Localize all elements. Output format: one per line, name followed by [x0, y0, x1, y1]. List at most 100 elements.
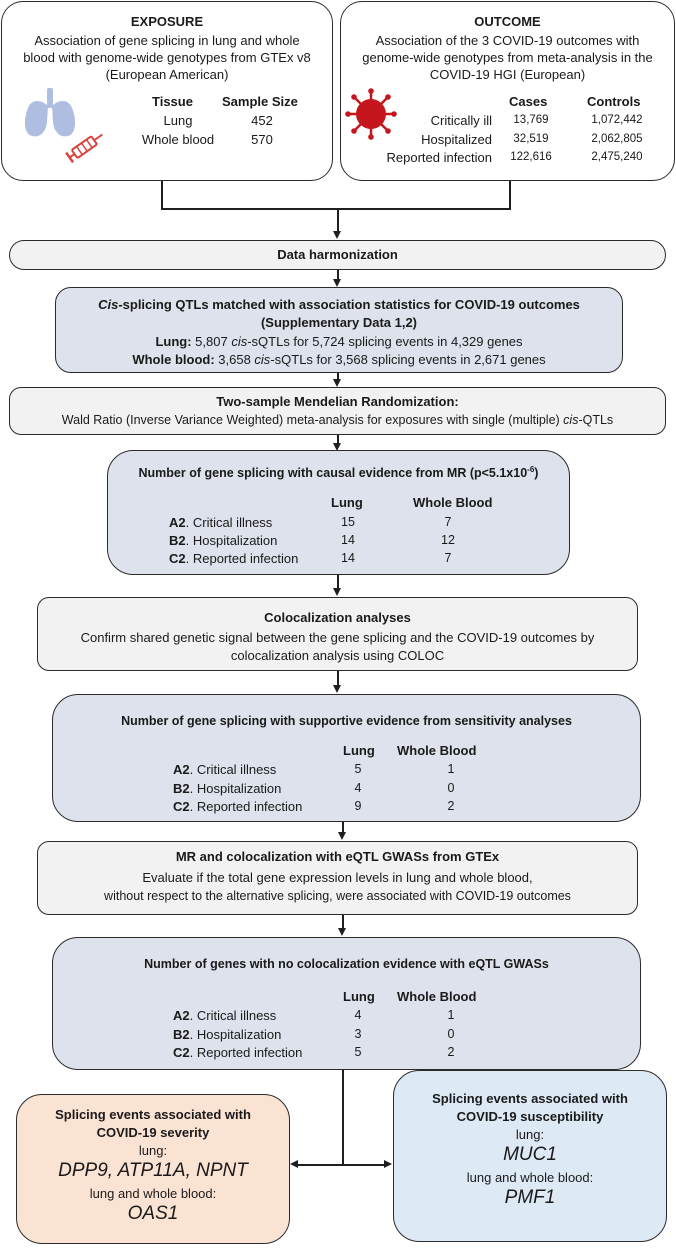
coloc-title: Colocalization analyses	[264, 610, 411, 625]
outcome-desc-2: genome-wide genotypes from meta-analysis…	[362, 50, 653, 65]
mr-box: Two-sample Mendelian Randomization: Wald…	[9, 387, 666, 435]
outcome-row-name-1: Critically ill	[430, 113, 492, 128]
outcome-title: OUTCOME	[474, 14, 541, 29]
arrow-down	[333, 231, 341, 239]
supportive-blood-3: 2	[447, 799, 455, 813]
cis-sqtl-box: Cis-splicing QTLs matched with associati…	[55, 287, 623, 373]
causal-title-sup: -6	[527, 465, 535, 474]
outcome-row-name-3: Reported infection	[386, 150, 492, 165]
connector-line	[337, 270, 339, 282]
nocoloc-row-code: A2	[173, 1008, 190, 1023]
severity-box: Splicing events associated with COVID-19…	[16, 1094, 290, 1244]
syringe-icon	[65, 133, 103, 164]
causal-box: Number of gene splicing with causal evid…	[107, 450, 570, 575]
causal-row-code: B2	[169, 533, 186, 548]
coloc-desc-1: Confirm shared genetic signal between th…	[80, 630, 595, 645]
connector-line	[342, 1070, 344, 1165]
virus-icon	[345, 88, 397, 140]
supportive-row-code: C2	[173, 799, 190, 814]
severity-lung-genes: DPP9, ATP11A, NPNT	[58, 1160, 248, 1181]
eqtl-box: MR and colocalization with eQTL GWASs fr…	[37, 841, 638, 915]
exposure-row-size-2: 570	[251, 132, 273, 147]
exposure-row-size-1: 452	[251, 113, 273, 128]
mr-desc-i: cis	[563, 413, 579, 427]
causal-row-2: B2. Hospitalization	[169, 533, 277, 548]
outcome-col-controls: Controls	[587, 94, 641, 109]
nocoloc-row-code: B2	[173, 1027, 190, 1042]
eqtl-title: MR and colocalization with eQTL GWASs fr…	[175, 849, 500, 864]
nocoloc-title: Number of genes with no colocalization e…	[144, 957, 549, 971]
causal-lung-1: 15	[341, 515, 355, 529]
causal-col-lung: Lung	[331, 495, 363, 510]
supportive-col-lung: Lung	[343, 743, 375, 758]
supportive-lung-1: 5	[354, 762, 362, 776]
nocoloc-row-code: C2	[173, 1045, 190, 1060]
lungs-icon	[24, 88, 76, 137]
nocoloc-row-2: B2. Hospitalization	[173, 1027, 281, 1042]
exposure-col-sample: Sample Size	[222, 94, 298, 109]
causal-lung-2: 14	[341, 533, 355, 547]
susceptibility-both-label: lung and whole blood:	[466, 1170, 594, 1185]
susceptibility-both-genes: PMF1	[504, 1187, 556, 1208]
connector-line	[161, 208, 511, 210]
arrow-down	[333, 279, 341, 287]
causal-title-a: Number of gene splicing with causal evid…	[138, 466, 528, 481]
supportive-lung-3: 9	[354, 799, 362, 813]
exposure-title: EXPOSURE	[130, 14, 204, 29]
supportive-lung-2: 4	[354, 781, 362, 795]
connector-line	[337, 373, 339, 382]
supportive-box: Number of gene splicing with supportive …	[52, 694, 641, 822]
nocoloc-row-name: . Reported infection	[189, 1045, 303, 1060]
cis-title-italic: Cis	[98, 297, 119, 312]
causal-row-name: . Hospitalization	[185, 533, 278, 548]
supportive-row-name: . Reported infection	[189, 799, 303, 814]
arrow-down	[333, 443, 341, 451]
cis-lung-label: Lung:	[155, 334, 192, 349]
exposure-box: EXPOSURE Association of gene splicing in…	[1, 1, 333, 181]
exposure-col-tissue: Tissue	[152, 94, 193, 109]
connector-line	[337, 575, 339, 590]
exposure-desc-2: blood with genome-wide genotypes from GT…	[23, 50, 311, 65]
supportive-row-name: . Hospitalization	[189, 781, 282, 796]
cis-lung-b: -sQTLs for 5,724 splicing events in 4,32…	[247, 334, 523, 349]
nocoloc-row-3: C2. Reported infection	[173, 1045, 302, 1060]
cis-lung-line: Lung: 5,807 cis-sQTLs for 5,724 splicing…	[56, 334, 622, 349]
arrow-right	[384, 1160, 392, 1168]
nocoloc-lung-1: 4	[354, 1008, 362, 1022]
causal-blood-2: 12	[441, 533, 455, 547]
arrow-down	[333, 588, 341, 596]
severity-both-label: lung and whole blood:	[89, 1186, 217, 1201]
causal-row-3: C2. Reported infection	[169, 551, 298, 566]
harmonization-box: Data harmonization	[9, 240, 666, 270]
outcome-row-controls-1: 1,072,442	[591, 114, 643, 126]
connector-line	[161, 181, 163, 209]
arrow-down	[338, 832, 346, 840]
nocoloc-row-1: A2. Critical illness	[173, 1008, 276, 1023]
causal-row-name: . Critical illness	[185, 515, 273, 530]
causal-row-code: A2	[169, 515, 186, 530]
nocoloc-blood-1: 1	[447, 1008, 455, 1022]
eqtl-desc-1: Evaluate if the total gene expression le…	[142, 870, 533, 885]
mr-desc: Wald Ratio (Inverse Variance Weighted) m…	[10, 413, 665, 427]
connector-line	[342, 915, 344, 930]
cis-lung-a: 5,807	[191, 334, 232, 349]
causal-blood-1: 7	[444, 515, 452, 529]
connector-line	[297, 1164, 386, 1166]
outcome-row-name-2: Hospitalized	[421, 132, 492, 147]
severity-both-genes: OAS1	[127, 1203, 179, 1224]
coloc-box: Colocalization analyses Confirm shared g…	[37, 597, 638, 671]
susceptibility-lung-label: lung:	[515, 1127, 545, 1142]
arrow-down	[338, 928, 346, 936]
cis-title-rest: -splicing QTLs matched with association …	[118, 297, 580, 312]
causal-title-b: )	[534, 466, 539, 481]
connector-line	[337, 671, 339, 687]
supportive-row-2: B2. Hospitalization	[173, 781, 281, 796]
outcome-desc-1: Association of the 3 COVID-19 outcomes w…	[375, 33, 640, 48]
susceptibility-title-2: COVID-19 susceptibility	[456, 1109, 604, 1124]
cis-blood-a: 3,658	[214, 352, 255, 367]
mr-title: Two-sample Mendelian Randomization:	[216, 394, 459, 409]
supportive-row-3: C2. Reported infection	[173, 799, 302, 814]
mr-desc-a: Wald Ratio (Inverse Variance Weighted) m…	[61, 413, 564, 427]
coloc-desc-2: colocalization analysis using COLOC	[230, 648, 445, 663]
nocoloc-col-lung: Lung	[343, 989, 375, 1004]
